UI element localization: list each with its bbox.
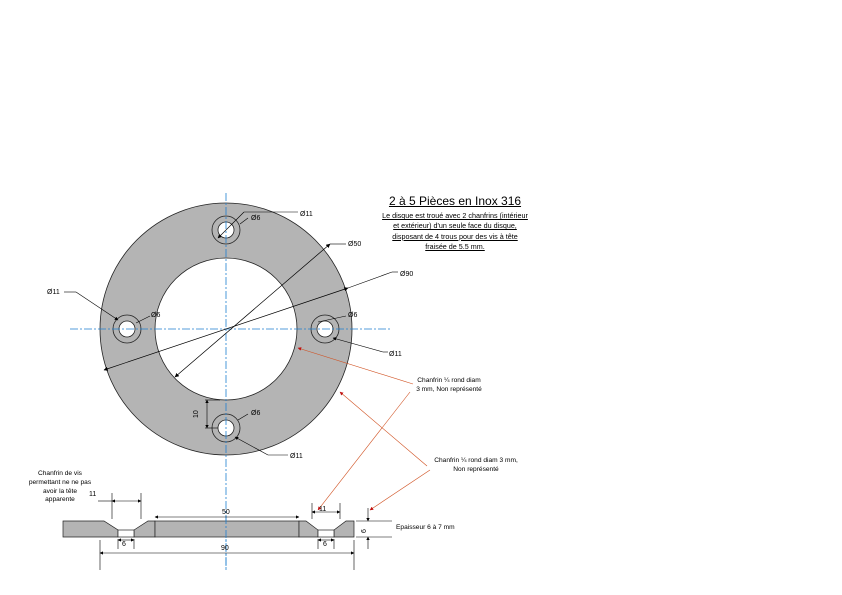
dim-hole-offset: 10 — [193, 410, 200, 418]
note-line: 3 mm, Non représenté — [416, 385, 482, 393]
dim-section-inner: 50 — [222, 509, 230, 516]
chamfer-note-1: Chanfrin ¼ rond diam 3 mm, Non représent… — [404, 377, 494, 395]
dim-right-hole: Ø6 — [348, 312, 357, 319]
chamfer-note-2: Chanfrin ¼ rond diam 3 mm, Non représent… — [418, 457, 534, 475]
screw-chamfer-note: Chanfrin de vis permettant ne ne pas avo… — [22, 470, 98, 505]
dim-left-hole: Ø6 — [151, 312, 160, 319]
note-line: permettant ne ne pas — [28, 478, 92, 486]
description-line: fraisée de 5.5 mm. — [425, 242, 485, 252]
description-line: Le disque est troué avec 2 chanfrins (in… — [382, 211, 528, 220]
dim-outer: Ø90 — [400, 271, 413, 278]
description-line: et extérieur) d'un seule face du disque, — [393, 221, 517, 231]
dim-section-width: 90 — [221, 545, 229, 552]
note-line: Chanfrin de vis — [38, 470, 82, 477]
section-view: 90 50 11 11 6 6 6 — [62, 491, 392, 570]
description-line: disposant de 4 trous pour des vis à tête — [392, 231, 518, 241]
dim-bottom-counter: Ø11 — [290, 453, 303, 460]
thickness-note: Epaisseur 6 à 7 mm — [396, 524, 476, 533]
note-line: avoir la tête — [42, 487, 78, 495]
note-line: Chanfrin ¼ rond diam — [417, 377, 481, 384]
top-view: Ø6 Ø11 Ø50 Ø90 Ø11 Ø6 Ø6 Ø11 Ø6 Ø11 10 — [47, 193, 413, 568]
note-line: Non représenté — [453, 465, 499, 473]
dim-section-hole-right: 6 — [323, 541, 327, 548]
dim-section-thickness: 6 — [361, 529, 368, 533]
dim-inner: Ø50 — [348, 241, 361, 248]
dim-section-counter-right: 11 — [319, 506, 326, 513]
dim-right-counter: Ø11 — [389, 351, 402, 358]
dim-top-counter: Ø11 — [300, 211, 313, 218]
dim-bottom-hole: Ø6 — [251, 410, 260, 417]
title-block: 2 à 5 Pièces en Inox 316 Le disque est t… — [362, 194, 548, 253]
description: Le disque est troué avec 2 chanfrins (in… — [362, 211, 548, 253]
dim-section-hole-left: 6 — [122, 541, 126, 548]
note-line: Epaisseur 6 à 7 mm — [396, 524, 455, 531]
outer-diameter-line — [103, 287, 349, 371]
page-title: 2 à 5 Pièces en Inox 316 — [388, 194, 522, 208]
note-line: Chanfrin ¼ rond diam 3 mm, — [434, 457, 518, 464]
dim-left-counter: Ø11 — [47, 289, 60, 296]
chamfer-leaders — [297, 347, 431, 511]
note-line: apparente — [45, 496, 75, 504]
dim-section-counter-left: 11 — [89, 491, 96, 498]
dim-top-hole: Ø6 — [251, 215, 260, 222]
